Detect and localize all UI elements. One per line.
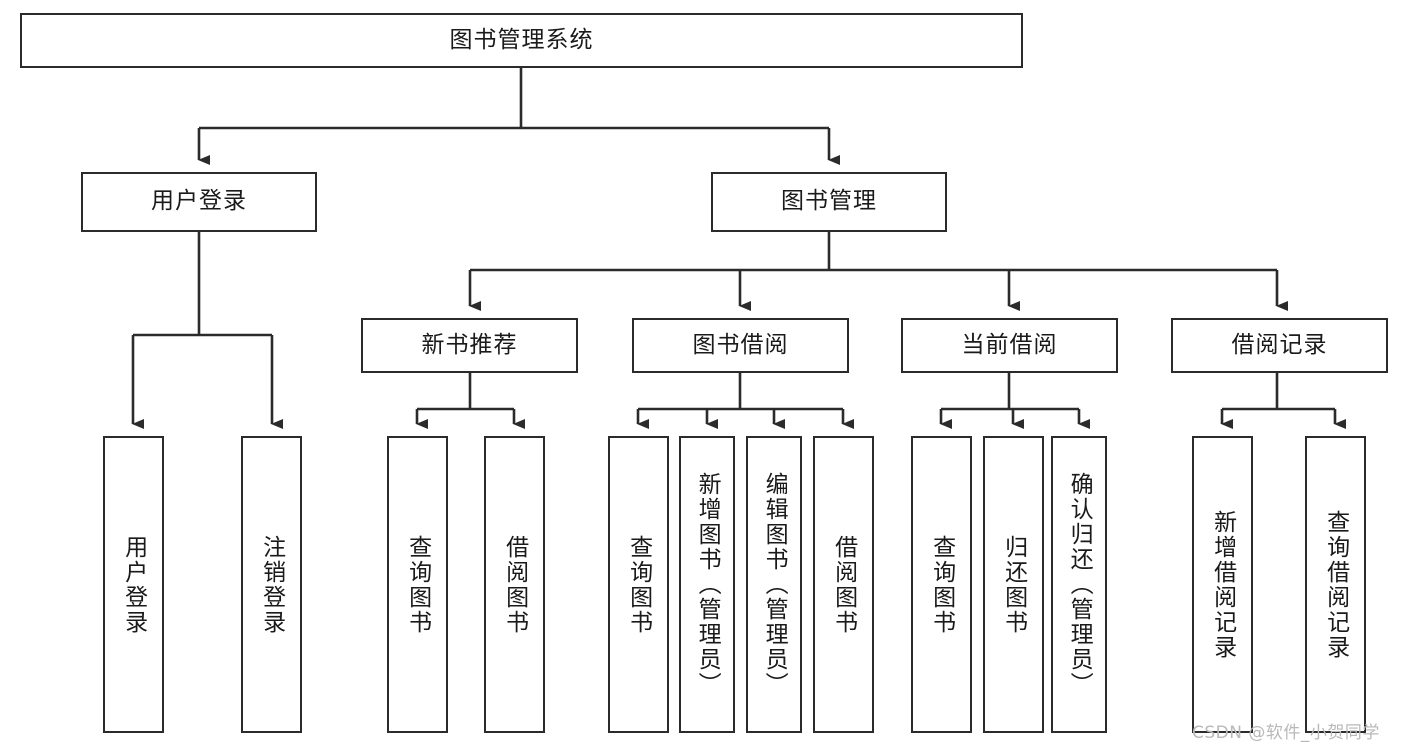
node-leaf-borrow-book-2-label: 借阅图书 [830,534,857,635]
node-leaf-borrow-book-1-label: 借阅图书 [501,534,528,635]
node-book-manage-label: 图书管理 [781,188,877,215]
node-leaf-query-record-label: 查询借阅记录 [1322,509,1349,660]
node-new-book-rec[interactable]: 新书推荐 [361,318,578,373]
node-book-manage[interactable]: 图书管理 [711,172,947,232]
node-user-login-label: 用户登录 [151,188,247,215]
node-root[interactable]: 图书管理系统 [20,13,1023,68]
node-leaf-add-record[interactable]: 新增借阅记录 [1192,436,1253,733]
node-leaf-borrow-book-1[interactable]: 借阅图书 [484,436,545,733]
node-leaf-user-login-label: 用户登录 [120,534,147,635]
node-leaf-confirm-return-label: 确认归还（管理员） [1066,472,1093,697]
node-leaf-query-book-1-label: 查询图书 [404,534,431,635]
node-leaf-query-book-2-label: 查询图书 [625,534,652,635]
node-leaf-logout[interactable]: 注销登录 [241,436,302,733]
node-leaf-logout-label: 注销登录 [258,534,285,635]
node-leaf-query-record[interactable]: 查询借阅记录 [1305,436,1366,733]
node-leaf-edit-book[interactable]: 编辑图书（管理员） [746,436,802,733]
node-leaf-edit-book-label: 编辑图书（管理员） [761,472,788,697]
node-leaf-borrow-book-2[interactable]: 借阅图书 [813,436,874,733]
node-new-book-rec-label: 新书推荐 [421,331,518,358]
node-borrow-record[interactable]: 借阅记录 [1171,318,1388,373]
node-borrow-record-label: 借阅记录 [1231,331,1328,358]
node-leaf-query-book-2[interactable]: 查询图书 [608,436,669,733]
node-root-label: 图书管理系统 [449,26,594,53]
node-leaf-add-book-label: 新增图书（管理员） [694,472,721,697]
node-current-borrow[interactable]: 当前借阅 [901,318,1118,373]
node-book-borrow-label: 图书借阅 [692,331,789,358]
node-current-borrow-label: 当前借阅 [961,331,1058,358]
node-leaf-add-book[interactable]: 新增图书（管理员） [679,436,735,733]
node-leaf-add-record-label: 新增借阅记录 [1209,509,1236,660]
node-leaf-query-book-3[interactable]: 查询图书 [911,436,972,733]
node-leaf-confirm-return[interactable]: 确认归还（管理员） [1051,436,1107,733]
node-leaf-query-book-3-label: 查询图书 [928,534,955,635]
csdn-watermark: CSDN @软件_小贺同学 [1192,723,1380,743]
node-book-borrow[interactable]: 图书借阅 [632,318,849,373]
node-user-login[interactable]: 用户登录 [81,172,317,232]
node-leaf-return-book[interactable]: 归还图书 [983,436,1044,733]
node-leaf-query-book-1[interactable]: 查询图书 [387,436,448,733]
node-leaf-user-login[interactable]: 用户登录 [103,436,164,733]
node-leaf-return-book-label: 归还图书 [1000,534,1027,635]
